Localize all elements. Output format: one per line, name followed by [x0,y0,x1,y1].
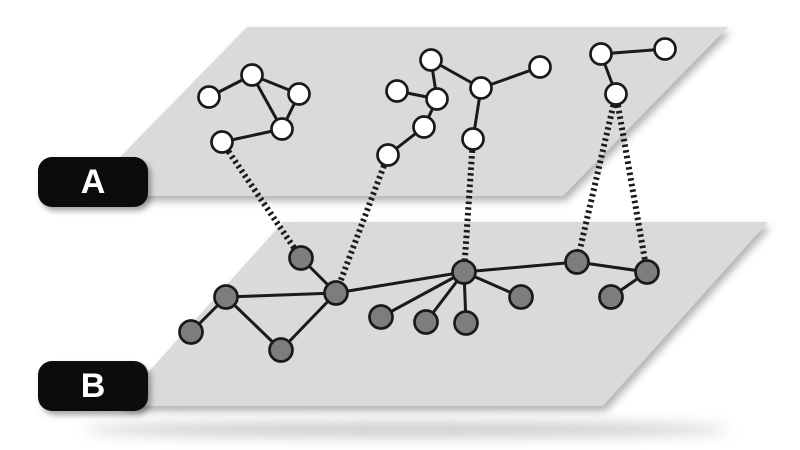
layer-a-node [270,117,294,141]
layer-b-node [598,284,624,310]
interlayer-edge [613,93,650,273]
layer-b-node [564,249,590,275]
layer-a-node [469,76,493,100]
layer-b-node [288,245,314,271]
layer-b-edge [334,270,466,295]
interlayer-edge [219,140,304,260]
layer-b-edge [224,291,338,299]
layer-b-node [634,259,660,285]
layer-b-node [323,280,349,306]
layer-b-node [508,284,534,310]
layer-b-node [451,259,477,285]
interlayer-edge [574,93,619,263]
layer-b-edge [462,260,579,274]
layer-b-edge [379,270,466,319]
layer-a-node [604,82,628,106]
layer-b-node [413,309,439,335]
layer-a-node [376,143,400,167]
layer-a-node [589,42,613,66]
layer-b-node [453,310,479,336]
layer-a-node [653,37,677,61]
layer-a-node [412,115,436,139]
layer-a-node [197,85,221,109]
layer-a-node [528,55,552,79]
layer-a-node [287,82,311,106]
layer-a-node [385,79,409,103]
layer-b-label: B [38,361,148,411]
layer-b-node [178,319,204,345]
layer-b-label-text: B [80,366,106,405]
floor-shadow [85,423,730,436]
layer-b-node [368,304,394,330]
layer-b-node [213,284,239,310]
layer-a-node [425,87,449,111]
layer-b-node [268,337,294,363]
layer-a-label-text: A [80,162,106,201]
layer-b-edge [279,291,338,352]
interlayer-edge [333,153,391,295]
layer-b-plane [118,222,768,406]
layer-a-node [210,130,234,154]
layer-a-node [240,63,264,87]
layer-a-label: A [38,157,148,207]
layer-a-node [461,127,485,151]
layer-a-node [419,48,443,72]
